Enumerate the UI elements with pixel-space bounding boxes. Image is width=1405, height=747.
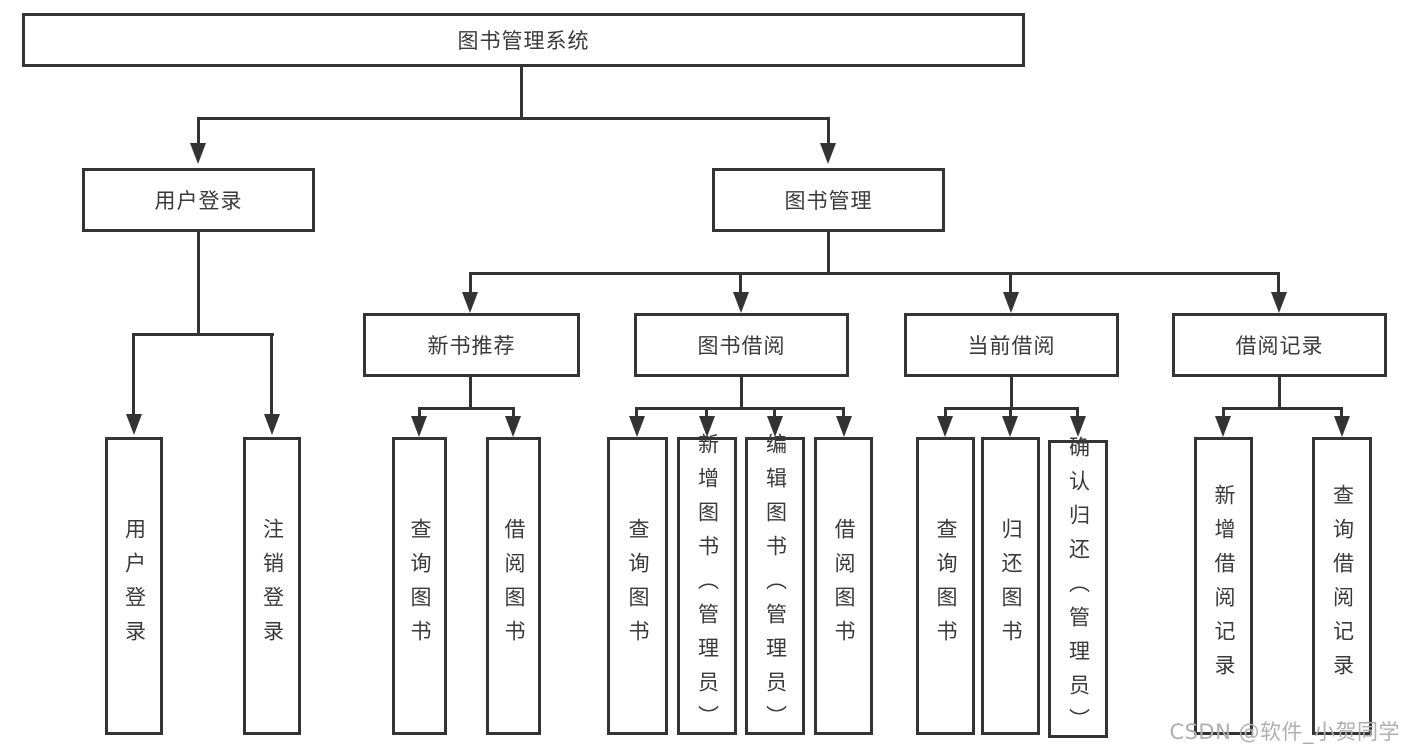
arrow-down-icon (1070, 416, 1086, 437)
node-label: 借阅图书 (832, 518, 856, 654)
node-current-borrow: 当前借阅 (904, 313, 1119, 377)
arrow-down-icon (1215, 416, 1231, 437)
connector-line (197, 117, 200, 144)
node-label: 图书借阅 (697, 334, 786, 358)
arrow-down-icon (462, 292, 478, 313)
connector-line (418, 407, 421, 419)
arrow-down-icon (411, 416, 427, 437)
node-label: 借阅图书 (502, 518, 526, 654)
connector-line (469, 272, 472, 294)
leaf-edit-book-admin: 编辑图书（管理员） (745, 433, 805, 739)
node-label: 查询图书 (934, 518, 958, 654)
connector-line (1340, 407, 1343, 419)
arrow-down-icon (190, 143, 206, 164)
node-label: 当前借阅 (967, 334, 1056, 358)
connector-line (635, 407, 845, 410)
leaf-query-book-2: 查询图书 (607, 437, 668, 735)
arrow-down-icon (937, 416, 953, 437)
node-label: 查询图书 (626, 518, 650, 654)
leaf-user-login: 用户登录 (105, 437, 163, 735)
leaf-borrow-book-2: 借阅图书 (814, 437, 873, 735)
node-label: 注销登录 (260, 518, 285, 654)
arrow-down-icon (820, 143, 836, 164)
leaf-logout: 注销登录 (243, 437, 301, 735)
arrow-down-icon (126, 414, 142, 435)
leaf-add-borrow-record: 新增借阅记录 (1194, 437, 1253, 735)
leaf-borrow-book-1: 借阅图书 (486, 437, 541, 735)
connector-line (773, 407, 776, 419)
connector-line (520, 67, 523, 117)
node-library-management-system: 图书管理系统 (22, 13, 1025, 67)
connector-line (944, 407, 947, 419)
arrow-down-icon (264, 414, 280, 435)
node-label: 用户登录 (122, 518, 147, 654)
connector-line (1076, 407, 1079, 419)
node-label: 编辑图书（管理员） (763, 433, 788, 739)
arrow-down-icon (505, 416, 521, 437)
node-label: 图书管理系统 (457, 29, 590, 53)
connector-line (827, 117, 830, 144)
node-user-login-branch: 用户登录 (82, 168, 315, 232)
connector-line (512, 407, 515, 419)
connector-line (132, 333, 135, 414)
connector-line (1277, 272, 1280, 294)
connector-line (739, 272, 742, 294)
leaf-query-book-1: 查询图书 (392, 437, 447, 735)
leaf-add-book-admin: 新增图书（管理员） (677, 433, 737, 739)
connector-line (469, 272, 1280, 275)
connector-line (705, 407, 708, 419)
connector-line (132, 333, 274, 336)
connector-line (635, 407, 638, 419)
connector-line (740, 377, 743, 407)
node-label: 新增借阅记录 (1212, 484, 1236, 688)
connector-line (197, 117, 830, 120)
leaf-confirm-return-admin: 确认归还（管理员） (1048, 436, 1108, 742)
arrow-down-icon (767, 416, 783, 437)
connector-line (197, 232, 200, 333)
node-label: 归还图书 (999, 518, 1023, 654)
node-book-borrow: 图书借阅 (634, 313, 849, 377)
node-book-management-branch: 图书管理 (712, 168, 945, 232)
node-label: 查询图书 (408, 518, 432, 654)
connector-line (418, 407, 515, 410)
arrow-down-icon (1003, 292, 1019, 313)
connector-line (270, 333, 273, 414)
arrow-down-icon (733, 292, 749, 313)
arrow-down-icon (1002, 416, 1018, 437)
node-label: 查询借阅记录 (1330, 484, 1355, 688)
connector-line (842, 407, 845, 419)
node-label: 新增图书（管理员） (695, 433, 720, 739)
connector-line (1009, 272, 1012, 294)
leaf-query-borrow-record: 查询借阅记录 (1312, 437, 1372, 735)
node-borrow-records: 借阅记录 (1172, 313, 1387, 377)
connector-line (1010, 377, 1013, 407)
connector-line (469, 377, 472, 407)
connector-line (827, 232, 830, 272)
leaf-return-book: 归还图书 (981, 437, 1040, 735)
arrow-down-icon (836, 416, 852, 437)
node-label: 借阅记录 (1235, 334, 1324, 358)
arrow-down-icon (1271, 292, 1287, 313)
node-label: 图书管理 (784, 189, 873, 213)
node-label: 用户登录 (154, 189, 243, 213)
arrow-down-icon (699, 416, 715, 437)
connector-line (1222, 407, 1225, 419)
arrow-down-icon (1334, 416, 1350, 437)
leaf-query-book-3: 查询图书 (916, 437, 975, 735)
arrow-down-icon (629, 416, 645, 437)
connector-line (1278, 377, 1281, 407)
node-label: 确认归还（管理员） (1066, 436, 1091, 742)
connector-line (1222, 407, 1343, 410)
connector-line (1009, 407, 1012, 419)
csdn-watermark: CSDN @软件_小贺同学 (1169, 720, 1400, 744)
node-label: 新书推荐 (427, 334, 516, 358)
node-new-book-recommend: 新书推荐 (363, 313, 580, 377)
